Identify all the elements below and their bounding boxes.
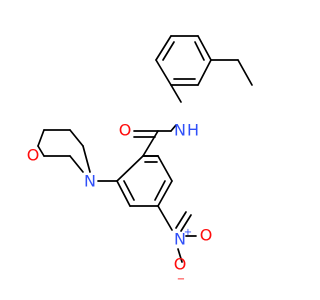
nitro-oxygen-charge: − [177,274,185,285]
nitro-nitrogen-charge: + [184,227,192,238]
amide-oxygen-label: O [119,121,132,140]
nitrobenzene-ring [116,155,173,207]
morpholine-oxygen-label: O [27,146,40,165]
ethylphenyl-ring [155,35,212,86]
nitro-nitrogen-label: N [174,230,186,249]
ethyl-group [210,59,253,86]
amide-nitrogen-label: N [174,121,186,140]
amide-hydrogen-label: H [187,121,199,140]
amide-linkage [133,84,182,157]
molecule-structure: O N H N O N + O O − [27,35,253,285]
nitro-group [157,205,197,263]
morpholine-ring [37,129,118,182]
nitro-oxygen-top-label: O [200,226,213,245]
morpholine-nitrogen-label: N [84,172,96,191]
nitro-oxygen-bottom-label: O [174,255,187,274]
